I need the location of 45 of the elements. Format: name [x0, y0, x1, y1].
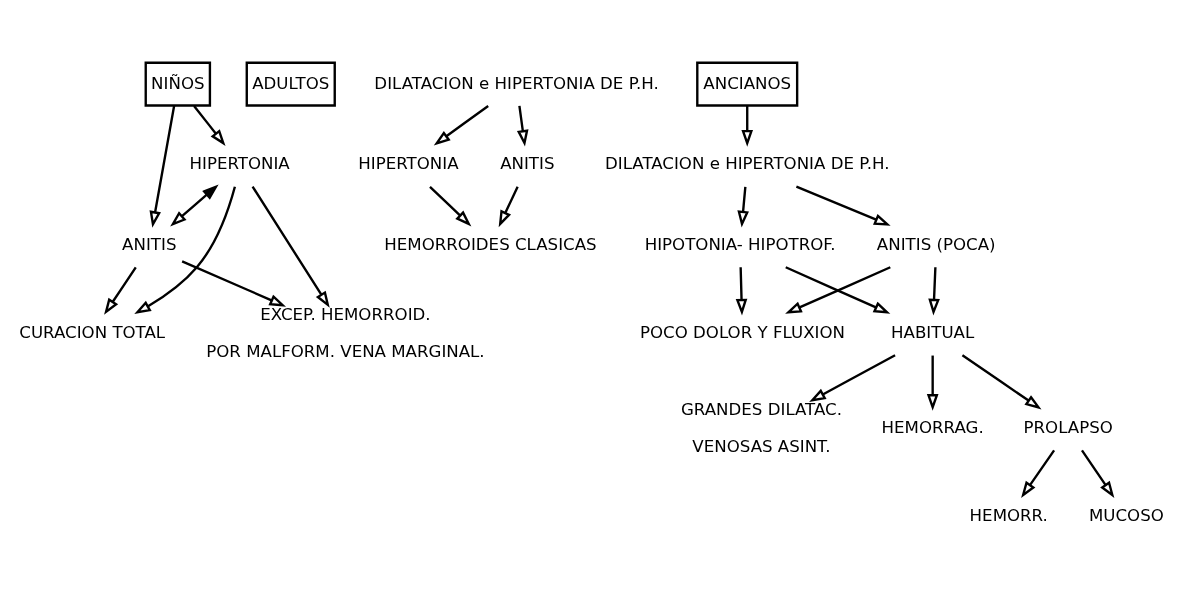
node-text: HIPERTONIA	[189, 153, 290, 173]
arrow	[193, 104, 226, 146]
node-text: HEMORR.	[969, 505, 1048, 525]
arrow	[134, 185, 237, 314]
arrow	[251, 185, 330, 308]
node-text: EXCEP. HEMORROID.	[260, 304, 431, 324]
node-box: NIÑOS	[144, 61, 212, 107]
node-text: CURACION TOTAL	[19, 322, 166, 342]
arrow	[149, 105, 176, 228]
node-text: HABITUAL	[891, 322, 975, 342]
arrow	[433, 104, 489, 145]
arrow	[741, 105, 754, 147]
node-text: HEMORRAG.	[881, 417, 984, 437]
node-text: ANITIS (POCA)	[876, 234, 996, 254]
arrow	[1021, 449, 1056, 498]
arrow	[785, 265, 891, 314]
node-text: HEMORROIDES CLASICAS	[384, 234, 597, 254]
node-text: POCO DOLOR Y FLUXION	[639, 322, 845, 342]
node-text: DILATACION e HIPERTONIA DE P.H.	[374, 73, 659, 93]
node-text: DILATACION e HIPERTONIA DE P.H.	[604, 153, 890, 173]
arrow	[104, 266, 137, 315]
arrow	[926, 355, 939, 411]
node-label: POR MALFORM. VENA MARGINAL.	[206, 341, 485, 361]
arrow	[170, 183, 219, 227]
arrow	[737, 186, 749, 227]
arrow	[1081, 449, 1115, 498]
node-box: ANCIANOS	[696, 61, 799, 107]
node-text: GRANDES DILATAC.	[681, 399, 842, 419]
arrow	[429, 185, 472, 226]
node-text: MUCOSO	[1089, 505, 1164, 525]
node-text: PROLAPSO	[1023, 417, 1113, 437]
node-label: VENOSAS ASINT.	[692, 436, 831, 456]
arrow	[516, 105, 529, 147]
arrow	[498, 185, 519, 227]
node-text: HIPOTONIA- HIPOTROF.	[644, 234, 836, 254]
arrow	[181, 259, 287, 307]
arrow	[735, 266, 748, 315]
arrow	[809, 353, 896, 402]
arrow	[795, 185, 891, 226]
node-text: HIPERTONIA	[358, 153, 459, 173]
node-text: ANITIS	[500, 153, 555, 173]
node-box: ADULTOS	[245, 61, 336, 107]
node-text: ANITIS	[122, 234, 177, 254]
arrow	[961, 353, 1042, 409]
arrow	[928, 266, 940, 315]
